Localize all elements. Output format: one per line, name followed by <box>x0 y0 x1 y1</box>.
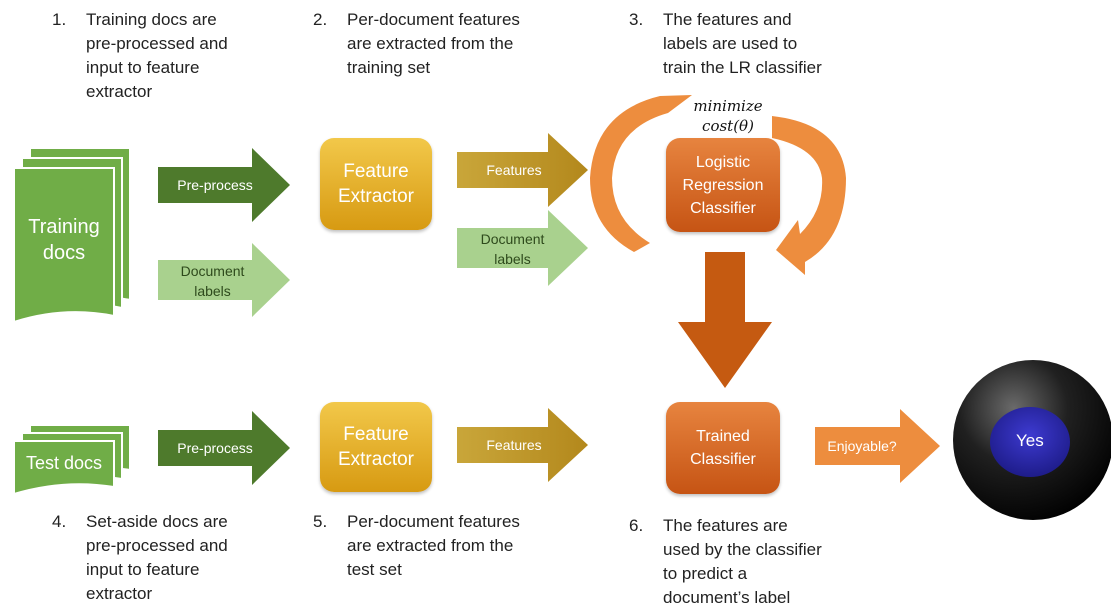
training-docs-stack <box>13 147 131 324</box>
preprocess-top-label: Pre-process <box>177 177 253 193</box>
step-4: 4. Set-aside docs are pre-processed and … <box>52 510 292 610</box>
step-3-text: The features and labels are used to trai… <box>663 10 822 77</box>
ball-answer: Yes <box>1016 431 1044 450</box>
preprocess-bottom-arrow <box>158 411 290 485</box>
training-docs-label: Training docs <box>28 216 100 264</box>
curved-arrow-right <box>772 116 846 275</box>
step-2-number: 2. <box>313 10 328 29</box>
feature-extractor-bottom-box: Feature Extractor <box>320 402 432 492</box>
logistic-regression-box: Logistic Regression Classifier <box>666 138 780 232</box>
test-docs-label: Test docs <box>25 453 103 473</box>
preprocess-top-arrow <box>158 148 290 222</box>
step-5-text: Per-document features are extracted from… <box>347 512 520 579</box>
step-2: 2. Per-document features are extracted f… <box>313 8 573 88</box>
test-docs-stack <box>13 424 131 496</box>
document-labels-left-arrow <box>158 243 290 317</box>
magic-8-ball <box>953 360 1111 520</box>
minimize-cost-label: minimize cost(θ) <box>693 97 763 135</box>
step-6-text: The features are used by the classifier … <box>663 516 822 607</box>
enjoyable-label: Enjoyable? <box>827 438 897 454</box>
document-labels-left-label: Document labels <box>180 263 245 299</box>
feature-extractor-top-box: Feature Extractor <box>320 138 432 230</box>
step-5-number: 5. <box>313 512 328 531</box>
document-labels-mid-label: Document labels <box>480 231 545 267</box>
features-top-arrow <box>457 133 588 207</box>
down-arrow <box>678 252 772 388</box>
features-bottom-arrow <box>457 408 588 482</box>
features-bottom-label: Features <box>486 437 542 453</box>
step-2-text: Per-document features are extracted from… <box>347 10 520 77</box>
step-4-number: 4. <box>52 512 67 531</box>
step-1-number: 1. <box>52 10 67 29</box>
step-6: 6. The features are used by the classifi… <box>629 514 889 608</box>
step-3-number: 3. <box>629 10 644 29</box>
step-6-number: 6. <box>629 516 644 535</box>
preprocess-bottom-label: Pre-process <box>177 440 253 456</box>
curved-arrow-left <box>590 95 692 252</box>
document-labels-mid-arrow <box>457 210 588 286</box>
features-top-label: Features <box>486 162 542 178</box>
step-1: 1. Training docs are pre-processed and i… <box>52 8 292 108</box>
step-1-text: Training docs are pre-processed and inpu… <box>86 10 228 101</box>
enjoyable-arrow <box>815 409 940 483</box>
trained-classifier-box: Trained Classifier <box>666 402 780 494</box>
step-5: 5. Per-document features are extracted f… <box>313 510 573 590</box>
step-3: 3. The features and labels are used to t… <box>629 8 889 88</box>
step-4-text: Set-aside docs are pre-processed and inp… <box>86 512 228 603</box>
